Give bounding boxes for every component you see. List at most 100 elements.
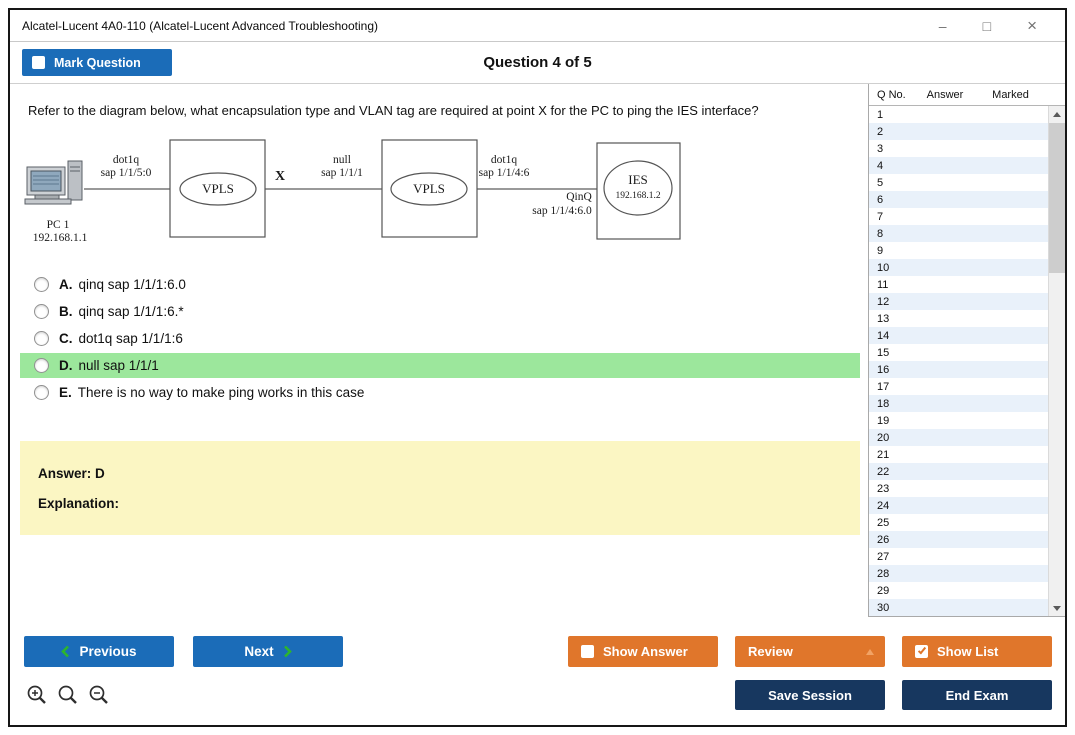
question-number: 27: [877, 550, 890, 563]
question-list-row[interactable]: 19: [869, 412, 1048, 429]
question-number: 4: [877, 159, 884, 172]
question-list-rows: 1 2 3 4 5 6 7 8 9 10 11: [869, 106, 1065, 616]
question-list-row[interactable]: 4: [869, 157, 1048, 174]
question-number: 19: [877, 414, 890, 427]
show-list-checkbox-icon: [915, 645, 928, 658]
question-list-row[interactable]: 26: [869, 531, 1048, 548]
previous-button[interactable]: Previous: [24, 636, 174, 667]
question-panel: Refer to the diagram below, what encapsu…: [10, 84, 868, 535]
next-button[interactable]: Next: [193, 636, 343, 667]
question-list-row[interactable]: 9: [869, 242, 1048, 259]
question-list-row[interactable]: 12: [869, 293, 1048, 310]
mark-question-button[interactable]: Mark Question: [22, 49, 172, 76]
question-list-row[interactable]: 30: [869, 599, 1048, 616]
answer-option[interactable]: E. There is no way to make ping works in…: [20, 380, 860, 405]
question-number: 20: [877, 431, 890, 444]
vpls2-ellipse: [390, 171, 468, 206]
option-letter: A.: [59, 276, 73, 292]
question-list-row[interactable]: 11: [869, 276, 1048, 293]
answer-option[interactable]: D. null sap 1/1/1: [20, 352, 860, 378]
minimize-icon[interactable]: –: [938, 17, 947, 34]
app-window: Alcatel-Lucent 4A0-110 (Alcatel-Lucent A…: [8, 8, 1067, 727]
scroll-up-arrow-icon[interactable]: [1049, 106, 1065, 122]
show-list-button[interactable]: Show List: [902, 636, 1052, 667]
sap4-label: QinQ: [566, 191, 592, 203]
scrollbar-thumb[interactable]: [1049, 123, 1065, 273]
question-number: 23: [877, 482, 890, 495]
save-session-label: Save Session: [768, 687, 852, 703]
end-exam-button[interactable]: End Exam: [902, 680, 1052, 710]
question-number: 9: [877, 244, 884, 257]
ies-label: IES: [628, 172, 648, 187]
footer-bar: Previous Next Show Answer Review Show Li…: [10, 626, 1065, 725]
pc-icon: [24, 160, 83, 205]
zoom-reset-icon[interactable]: [57, 684, 79, 706]
question-number: 8: [877, 227, 884, 240]
question-list-row[interactable]: 6: [869, 191, 1048, 208]
question-list-row[interactable]: 24: [869, 497, 1048, 514]
next-label: Next: [244, 644, 274, 659]
sap3-label: dot1q: [491, 154, 517, 166]
question-list-row[interactable]: 18: [869, 395, 1048, 412]
question-list-row[interactable]: 23: [869, 480, 1048, 497]
radio-button[interactable]: [34, 384, 49, 400]
question-list-row[interactable]: 2: [869, 123, 1048, 140]
question-list-row[interactable]: 28: [869, 565, 1048, 582]
scrollbar[interactable]: [1048, 106, 1065, 616]
question-number: 1: [877, 108, 884, 121]
question-list-row[interactable]: 29: [869, 582, 1048, 599]
question-list-row[interactable]: 5: [869, 174, 1048, 191]
save-session-button[interactable]: Save Session: [735, 680, 885, 710]
question-list-row[interactable]: 3: [869, 140, 1048, 157]
radio-button[interactable]: [34, 330, 49, 346]
title-bar: Alcatel-Lucent 4A0-110 (Alcatel-Lucent A…: [10, 10, 1065, 42]
point-x-label: X: [275, 169, 285, 184]
question-list-row[interactable]: 25: [869, 514, 1048, 531]
question-list-row[interactable]: 14: [869, 327, 1048, 344]
scroll-down-arrow-icon[interactable]: [1049, 600, 1065, 616]
show-answer-button[interactable]: Show Answer: [568, 636, 718, 667]
question-list-row[interactable]: 15: [869, 344, 1048, 361]
question-number: 15: [877, 346, 890, 359]
radio-button[interactable]: [34, 303, 49, 319]
question-list-row[interactable]: 16: [869, 361, 1048, 378]
question-list-row[interactable]: 10: [869, 259, 1048, 276]
col-qno: Q No.: [877, 88, 906, 101]
question-number: 30: [877, 601, 890, 614]
window-title: Alcatel-Lucent 4A0-110 (Alcatel-Lucent A…: [22, 18, 378, 33]
radio-button[interactable]: [34, 276, 49, 292]
question-list-body: 1 2 3 4 5 6 7 8 9 10 11: [869, 106, 1065, 616]
question-list-row[interactable]: 8: [869, 225, 1048, 242]
maximize-icon[interactable]: □: [982, 17, 992, 34]
radio-button[interactable]: [34, 357, 49, 373]
sap2-label: null: [333, 154, 351, 166]
option-letter: B.: [59, 303, 73, 319]
header-bar: Mark Question Question 4 of 5: [10, 42, 1065, 84]
question-text: Refer to the diagram below, what encapsu…: [28, 103, 759, 118]
question-list-row[interactable]: 13: [869, 310, 1048, 327]
answer-box: Answer: D Explanation:: [20, 440, 860, 535]
review-button[interactable]: Review: [735, 636, 885, 667]
dropdown-arrow-icon: [866, 648, 874, 655]
question-number: 11: [877, 278, 889, 291]
sap1-label: dot1q: [113, 154, 139, 166]
question-list-panel: Q No. Answer Marked 1 2 3 4 5 6 7 8: [868, 84, 1065, 617]
question-list-row[interactable]: 20: [869, 429, 1048, 446]
answer-option[interactable]: A. qinq sap 1/1/1:6.0: [20, 272, 860, 297]
vpls1-label: VPLS: [202, 181, 234, 196]
question-list-row[interactable]: 7: [869, 208, 1048, 225]
answer-option[interactable]: B. qinq sap 1/1/1:6.*: [20, 299, 860, 324]
zoom-in-icon[interactable]: [26, 684, 48, 706]
answer-option[interactable]: C. dot1q sap 1/1/1:6: [20, 326, 860, 351]
question-list-row[interactable]: 22: [869, 463, 1048, 480]
question-list-row[interactable]: 1: [869, 106, 1048, 123]
question-list-row[interactable]: 27: [869, 548, 1048, 565]
question-list-row[interactable]: 17: [869, 378, 1048, 395]
close-icon[interactable]: ×: [1027, 16, 1037, 35]
zoom-out-icon[interactable]: [88, 684, 110, 706]
explanation-label: Explanation:: [38, 495, 120, 511]
question-number: 18: [877, 397, 890, 410]
pc-name-label: PC 1: [47, 219, 70, 231]
question-list-row[interactable]: 21: [869, 446, 1048, 463]
question-number: 29: [877, 584, 890, 597]
